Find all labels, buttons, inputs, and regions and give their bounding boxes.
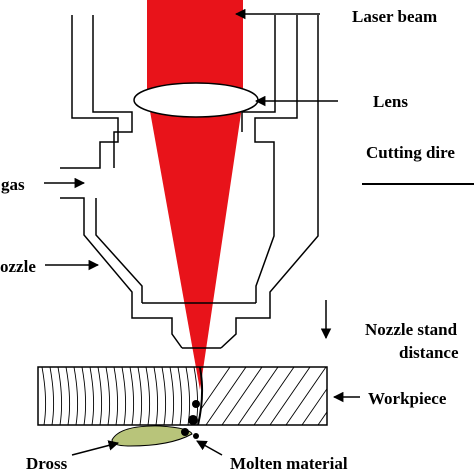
- molten-droplet: [193, 433, 199, 439]
- nozzle-inner-wall-right: [241, 15, 276, 132]
- nozzle-housing-right: [254, 15, 298, 303]
- workpiece-outline: [37, 366, 328, 426]
- label-laser-beam: Laser beam: [352, 7, 438, 26]
- molten-droplet: [188, 415, 198, 425]
- kerf-line: [197, 366, 204, 426]
- workpiece-cut-striations: [41, 367, 199, 425]
- dross-shape: [111, 425, 193, 447]
- lens-shape: [133, 82, 259, 118]
- label-nozzle-standoff-line2: distance: [399, 343, 459, 362]
- nozzle-inner-wall-left: [92, 15, 133, 168]
- label-nozzle-standoff-line1: Nozzle stand: [365, 320, 458, 339]
- laser-cone: [148, 100, 243, 390]
- nozzle-inner-left: [95, 198, 143, 303]
- nozzle-housing-right-outer: [220, 15, 319, 349]
- nozzle-housing-left: [60, 15, 119, 169]
- label-workpiece: Workpiece: [368, 389, 447, 408]
- arrow-dross: [71, 440, 120, 456]
- label-nozzle: ozzle: [0, 257, 36, 276]
- label-molten-material: Molten material: [230, 454, 348, 473]
- label-dross: Dross: [26, 454, 68, 473]
- workpiece-hatch: [200, 367, 327, 425]
- label-cutting-direction: Cutting dire: [366, 143, 455, 162]
- molten-droplet: [192, 400, 200, 408]
- label-gas: gas: [1, 175, 25, 194]
- molten-droplet: [181, 428, 189, 436]
- label-lens: Lens: [373, 92, 408, 111]
- arrow-molten: [196, 440, 223, 456]
- nozzle-housing-left-outer: [60, 197, 183, 349]
